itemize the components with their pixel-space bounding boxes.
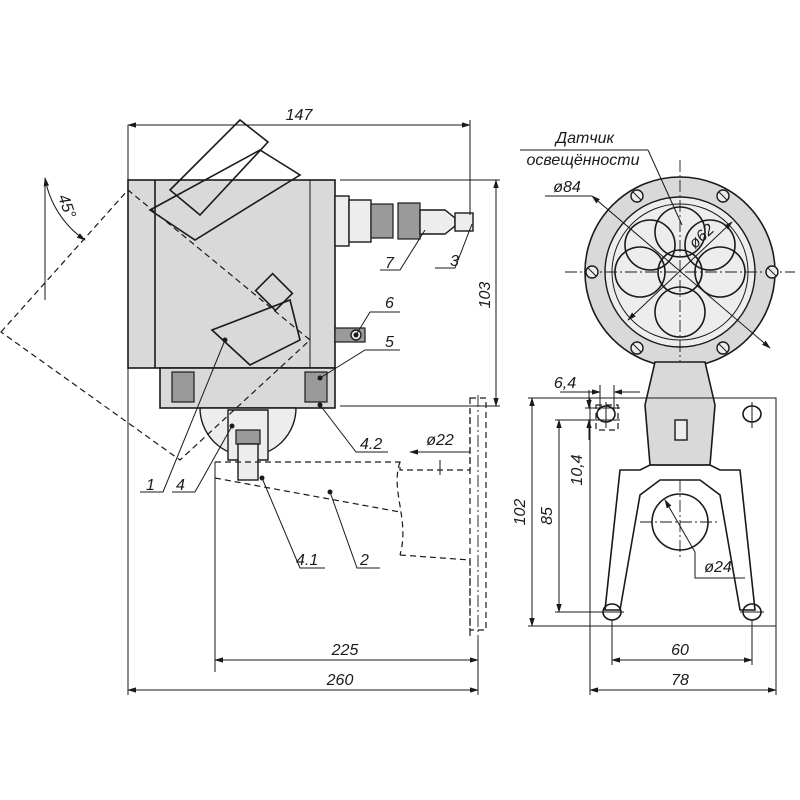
connector-nut [370,203,394,239]
front-stem [644,361,716,466]
dim-103: 103 [477,282,494,309]
leader-4-2 [319,404,388,453]
connector-flange [334,195,350,247]
base-plate [589,397,777,627]
leader-1 [140,339,226,493]
bracket-bolt-left [171,371,195,403]
connector-knurl [397,202,421,240]
wall-bracket-break [396,461,404,556]
dim-o24: ø24 [704,559,732,576]
leader-4-1 [261,477,325,569]
dim-6-4: 6,4 [554,375,576,392]
stem-key [674,419,688,441]
lamp-housing [127,179,336,369]
callout-6: 6 [385,295,394,312]
dim-45-angle: 45° [54,192,78,221]
wall-bracket-arm [214,477,401,513]
sensor-label-line2: освещённости [526,152,639,169]
callout-1: 1 [146,477,155,494]
side-view: 147 45° 103 ø22 225 260 1 2 3 4 [0,107,500,695]
connector-body [348,199,372,243]
dim-260: 260 [326,672,354,689]
leader-5 [319,349,400,379]
callout-3: 3 [450,253,459,270]
callout-4-1: 4.1 [296,552,318,569]
leader-7 [380,229,426,271]
stem-nut [235,429,261,445]
front-view: Датчик освещённости ø84 ø62 6,4 10,4 102 [512,130,795,695]
callout-4: 4 [176,477,185,494]
leader-4 [172,425,233,493]
callout-7: 7 [385,255,395,272]
dim-102: 102 [512,499,529,526]
leader-2 [329,491,380,569]
leader-3 [435,223,473,269]
bracket-bolt-right [304,371,328,403]
leader-6 [355,311,400,336]
dim-225: 225 [331,642,359,659]
dim-78: 78 [671,672,689,689]
dim-147: 147 [286,107,314,124]
dim-o84: ø84 [553,179,581,196]
dim-60: 60 [671,642,689,659]
dim-85: 85 [539,507,556,525]
callout-5: 5 [385,334,394,351]
callout-2: 2 [359,552,369,569]
dim-o22: ø22 [426,432,454,449]
fork-bracket [604,464,756,611]
dim-10-4: 10,4 [569,454,586,485]
cable-end [454,212,474,232]
wall-bracket-bottom [399,554,471,640]
callout-4-2: 4.2 [360,436,382,453]
sensor-label-line1: Датчик [554,130,616,147]
tilted-lamp-front [148,149,302,241]
